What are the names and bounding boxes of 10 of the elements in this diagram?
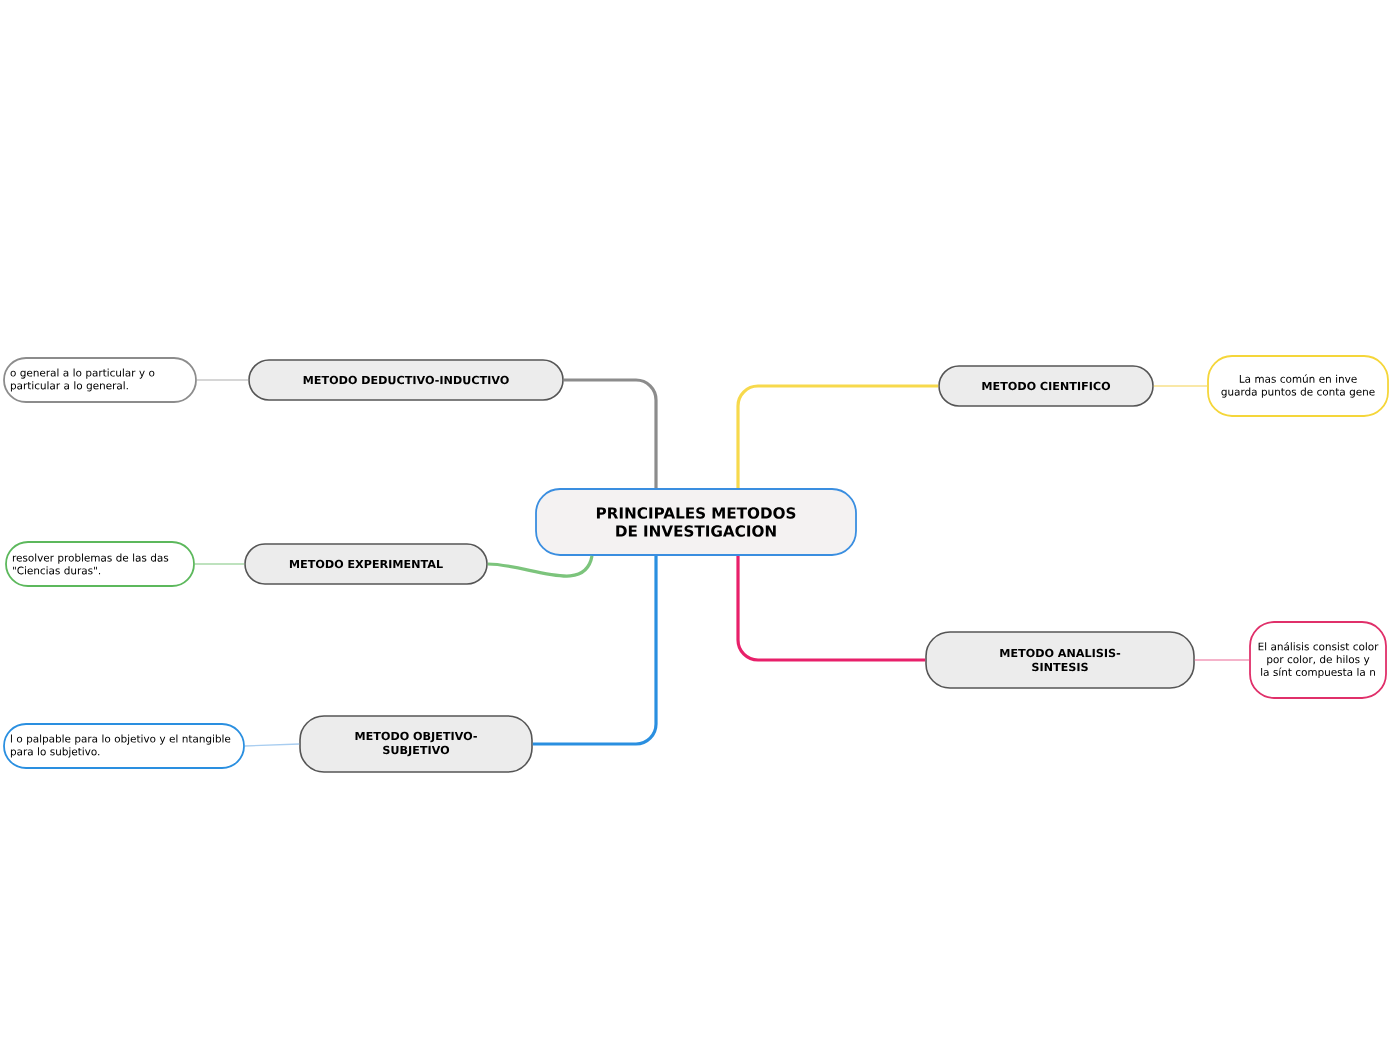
connector-line (1153, 385, 1208, 387)
connector-line (196, 379, 249, 381)
connector-line (1194, 659, 1250, 661)
connector-line (563, 378, 658, 489)
connector-line (244, 743, 300, 747)
connector-line (194, 563, 245, 565)
connector-line (487, 555, 594, 578)
connector-line (736, 384, 939, 489)
connector-line (736, 555, 926, 662)
connector-line (532, 555, 658, 746)
